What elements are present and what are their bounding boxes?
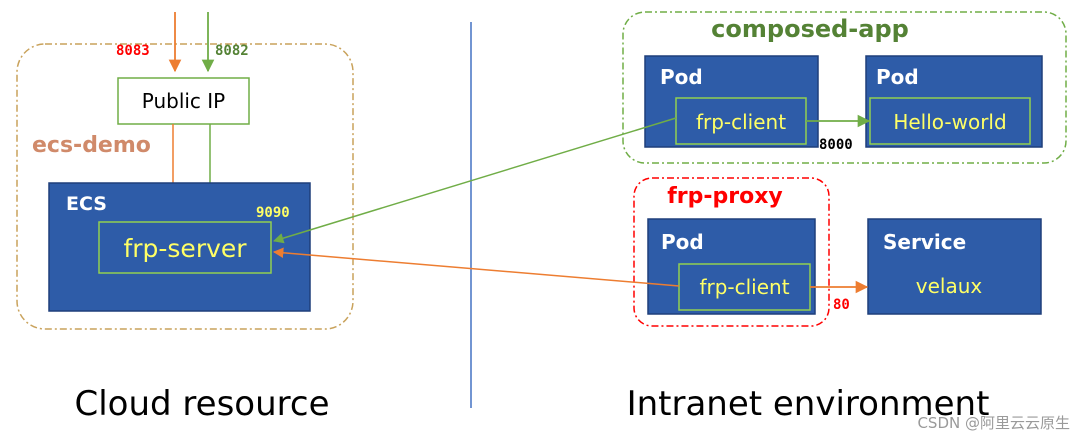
- composed-app-group-label: composed-app: [711, 15, 909, 43]
- port-8000-label: 8000: [819, 137, 853, 153]
- pod-3-label: Pod: [661, 230, 704, 254]
- frp-client-1-label: frp-client: [696, 110, 786, 134]
- client2-to-server-tunnel: [272, 247, 680, 287]
- csdn-watermark: CSDN @阿里云云原生: [917, 414, 1070, 432]
- frp-server-box: [98, 221, 272, 274]
- port-8083-label: 8083: [116, 43, 150, 59]
- frp-client-1-box: [675, 97, 807, 145]
- frp-client-2-box: [678, 263, 811, 311]
- service-label: Service: [883, 230, 966, 254]
- ecs-demo-group-label: ecs-demo: [32, 133, 151, 158]
- pod-2-label: Pod: [876, 65, 919, 89]
- frp-proxy-group-border: [633, 177, 830, 327]
- public-ip-label: Public IP: [142, 89, 226, 113]
- port-80-label: 80: [833, 297, 850, 313]
- public-ip-box: [117, 77, 250, 125]
- hello-world-label: Hello-world: [893, 110, 1006, 134]
- pod-1-label: Pod: [660, 65, 703, 89]
- ecs-demo-group-border: [16, 43, 354, 330]
- ecs-label: ECS: [66, 193, 107, 215]
- frp-client-2-label: frp-client: [699, 275, 789, 299]
- composed-app-group-border: [622, 11, 1067, 164]
- service-box: [867, 218, 1042, 315]
- intranet-environment-section-label: Intranet environment: [627, 384, 990, 424]
- frp-server-label: frp-server: [123, 234, 247, 263]
- port-8082-label: 8082: [215, 43, 249, 59]
- velaux-label: velaux: [916, 274, 983, 298]
- client1-to-server-tunnel: [272, 117, 677, 244]
- frp-proxy-group-label: frp-proxy: [667, 184, 783, 209]
- cloud-resource-section-label: Cloud resource: [75, 384, 330, 424]
- port-9090-label: 9090: [256, 205, 290, 221]
